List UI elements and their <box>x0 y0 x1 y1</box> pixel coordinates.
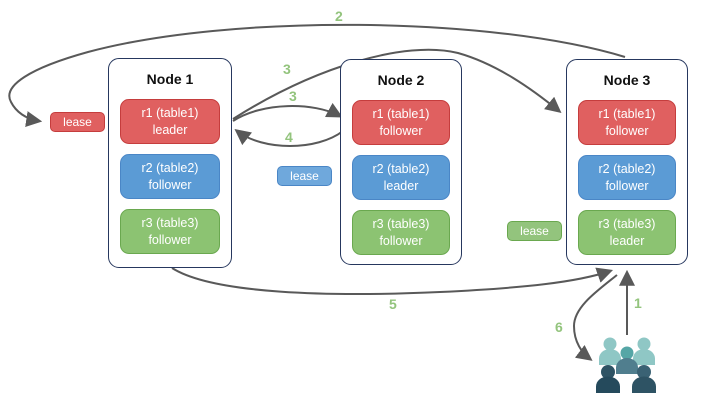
users-group-icon <box>596 337 656 393</box>
arrow-step-4-node2-to-node1 <box>234 129 344 147</box>
replica-role-label: leader <box>609 233 645 248</box>
arrow-step-3-node1-to-node3 <box>232 48 562 120</box>
lease-badge-green: lease <box>507 221 562 241</box>
node-2-replica-r1: r1 (table1) follower <box>352 100 450 145</box>
node-1-replica-r3: r3 (table3) follower <box>120 209 220 254</box>
replica-range-label: r3 (table3) <box>141 216 199 231</box>
node-1-box: Node 1 r1 (table1) leader r2 (table2) fo… <box>108 58 232 268</box>
replica-range-label: r1 (table1) <box>598 107 656 122</box>
replica-range-label: r1 (table1) <box>372 107 430 122</box>
replica-role-label: leader <box>152 122 188 137</box>
arrow-step-3-node1-to-node2 <box>232 102 343 122</box>
node-3-replica-r1: r1 (table1) follower <box>578 100 676 145</box>
replica-role-label: follower <box>605 123 649 138</box>
node-1-title: Node 1 <box>146 71 194 87</box>
replica-role-label: follower <box>148 177 192 192</box>
replica-role-label: leader <box>383 178 419 193</box>
step-number-1: 1 <box>634 295 642 311</box>
step-number-6: 6 <box>555 319 563 335</box>
node-2-replica-r3: r3 (table3) follower <box>352 210 450 255</box>
node-2-title: Node 2 <box>377 72 425 88</box>
arrow-step-6-node3-to-users <box>572 274 618 361</box>
replica-range-label: r2 (table2) <box>372 162 430 177</box>
replica-range-label: r2 (table2) <box>598 162 656 177</box>
arrow-step-5-node1-to-node3 <box>171 267 614 296</box>
step-number-3b: 3 <box>289 88 297 104</box>
step-number-4: 4 <box>285 129 293 145</box>
node-3-replica-r2: r2 (table2) follower <box>578 155 676 200</box>
lease-badge-red: lease <box>50 112 105 132</box>
step-number-5: 5 <box>389 296 397 312</box>
replica-role-label: follower <box>379 123 423 138</box>
lease-badge-blue: lease <box>277 166 332 186</box>
replica-range-label: r3 (table3) <box>598 217 656 232</box>
node-1-replica-r1: r1 (table1) leader <box>120 99 220 144</box>
node-3-replica-r3: r3 (table3) leader <box>578 210 676 255</box>
step-number-2: 2 <box>335 8 343 24</box>
replica-role-label: follower <box>379 233 423 248</box>
node-2-box: Node 2 r1 (table1) follower r2 (table2) … <box>340 59 462 265</box>
node-3-box: Node 3 r1 (table1) follower r2 (table2) … <box>566 59 688 265</box>
replica-role-label: follower <box>148 232 192 247</box>
replica-range-label: r1 (table1) <box>141 106 199 121</box>
replica-role-label: follower <box>605 178 649 193</box>
step-number-3a: 3 <box>283 61 291 77</box>
replica-range-label: r3 (table3) <box>372 217 430 232</box>
node-1-replica-r2: r2 (table2) follower <box>120 154 220 199</box>
node-3-title: Node 3 <box>603 72 651 88</box>
arrow-step-2-node3-to-lease1 <box>8 23 626 127</box>
replica-range-label: r2 (table2) <box>141 161 199 176</box>
node-2-replica-r2: r2 (table2) leader <box>352 155 450 200</box>
